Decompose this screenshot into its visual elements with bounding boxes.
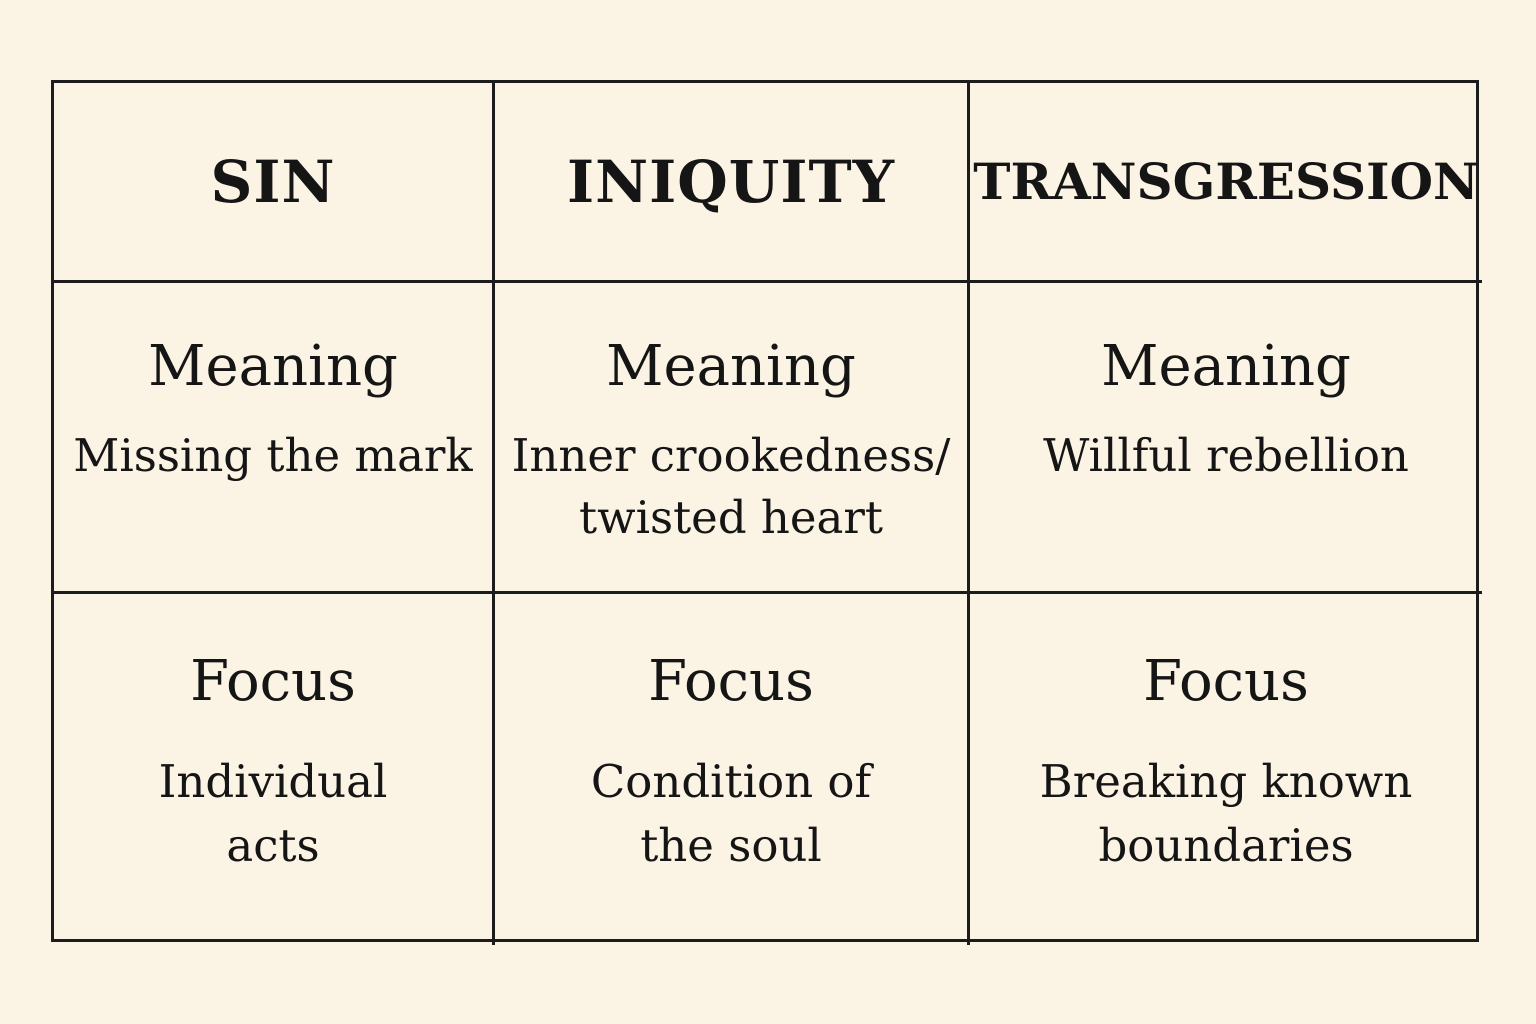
term-cell-transgression: TRANSGRESSION <box>970 83 1482 283</box>
term-cell-sin: SIN <box>54 83 495 283</box>
meaning-line: Missing the mark <box>73 429 473 482</box>
focus-label: Focus <box>190 649 356 714</box>
focus-value: Individual acts <box>54 750 492 878</box>
focus-line: Condition of <box>590 755 872 808</box>
term-cell-iniquity: INIQUITY <box>495 83 970 283</box>
focus-line: Individual <box>158 755 388 808</box>
meaning-label: Meaning <box>148 334 398 399</box>
meaning-value: Inner crookedness/ twisted heart <box>495 425 967 549</box>
meaning-cell-sin: Meaning Missing the mark <box>54 283 495 594</box>
meaning-cell-transgression: Meaning Willful rebellion <box>970 283 1482 594</box>
term-transgression: TRANSGRESSION <box>973 151 1479 211</box>
focus-line: boundaries <box>1098 819 1354 872</box>
focus-cell-sin: Focus Individual acts <box>54 594 495 945</box>
meaning-line: Willful rebellion <box>1043 429 1409 482</box>
meaning-label: Meaning <box>1101 334 1351 399</box>
focus-cell-iniquity: Focus Condition of the soul <box>495 594 970 945</box>
focus-line: the soul <box>640 819 822 872</box>
focus-value: Breaking known boundaries <box>970 750 1482 878</box>
focus-label: Focus <box>1143 649 1309 714</box>
focus-line: Breaking known <box>1039 755 1413 808</box>
meaning-value: Missing the mark <box>54 425 492 487</box>
term-iniquity: INIQUITY <box>566 147 896 216</box>
focus-cell-transgression: Focus Breaking known boundaries <box>970 594 1482 945</box>
meaning-cell-iniquity: Meaning Inner crookedness/ twisted heart <box>495 283 970 594</box>
focus-value: Condition of the soul <box>495 750 967 878</box>
meaning-line: twisted heart <box>579 491 883 544</box>
term-sin: SIN <box>210 147 336 216</box>
meaning-value: Willful rebellion <box>970 425 1482 487</box>
focus-label: Focus <box>648 649 814 714</box>
meaning-label: Meaning <box>606 334 856 399</box>
focus-line: acts <box>226 819 320 872</box>
comparison-table: SIN INIQUITY TRANSGRESSION Meaning Missi… <box>51 80 1482 945</box>
meaning-line: Inner crookedness/ <box>511 429 951 482</box>
